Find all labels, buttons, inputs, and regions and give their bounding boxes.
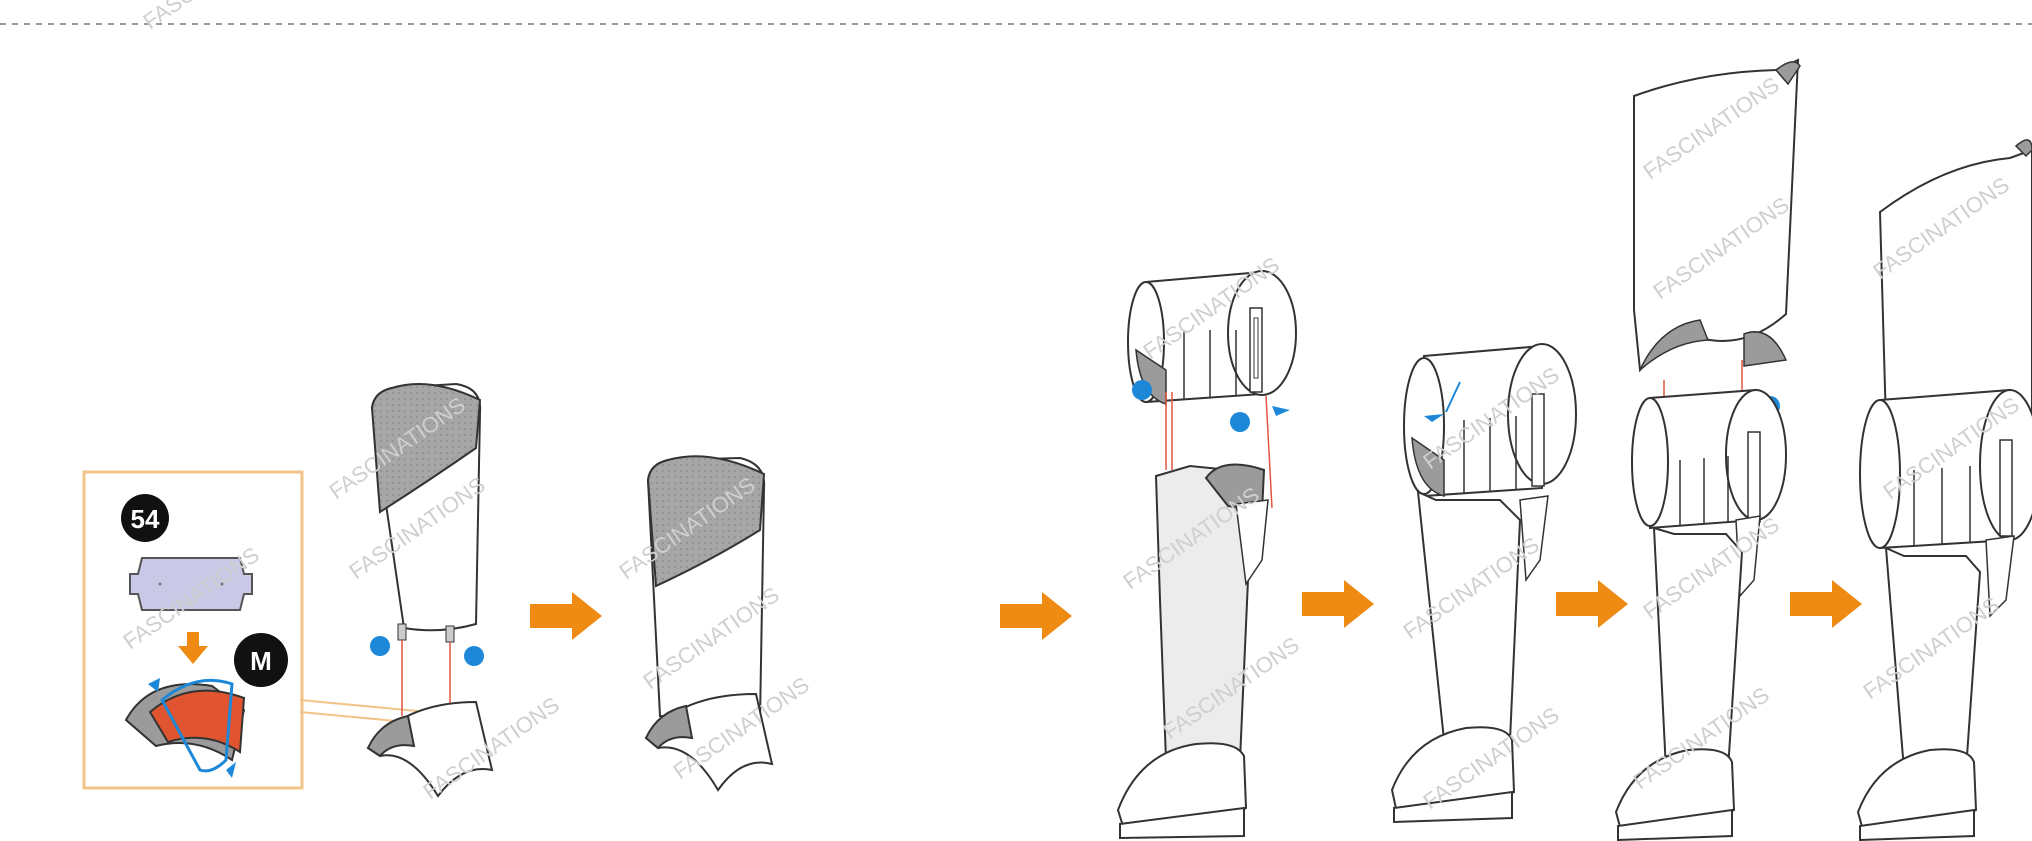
- tool-badge: M: [234, 633, 288, 687]
- attach-point-icon: [1132, 380, 1152, 400]
- watermark: FASCINATIONS: [139, 0, 284, 34]
- tool-badge-label: M: [250, 646, 272, 676]
- step-arrow-icon: [1790, 580, 1862, 628]
- step-arrow-icon: [1000, 592, 1072, 640]
- callout-line: [300, 700, 428, 712]
- step-arrow-icon: [1302, 580, 1374, 628]
- part-number-badge: 54: [121, 494, 169, 542]
- step-arrow-icon: [1556, 580, 1628, 628]
- attach-point-icon: [370, 636, 390, 656]
- inset-panel: 54 M: [84, 472, 302, 788]
- part-number-label: 54: [131, 504, 160, 534]
- attach-point-icon: [464, 646, 484, 666]
- attach-point-icon: [1230, 412, 1250, 432]
- step-arrow-icon: [530, 592, 602, 640]
